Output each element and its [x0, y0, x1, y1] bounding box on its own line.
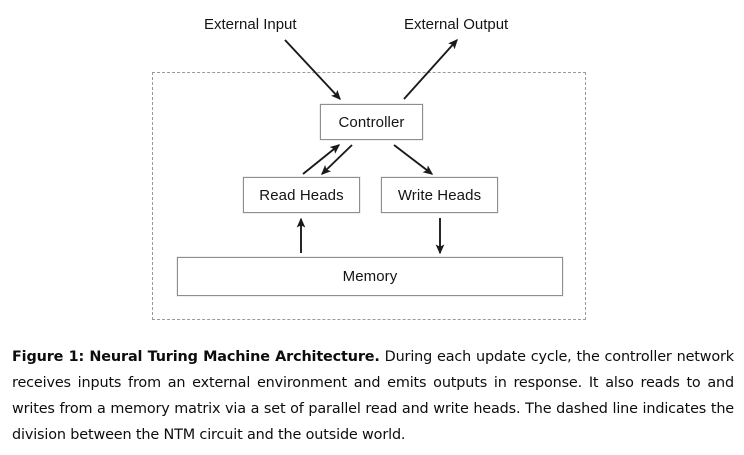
- node-controller: Controller: [320, 104, 423, 140]
- node-write-heads: Write Heads: [381, 177, 498, 213]
- figure-diagram: External Input External Output: [152, 16, 586, 320]
- external-input-label: External Input: [204, 16, 297, 33]
- caption-body: During each update cycle, the controller…: [12, 349, 734, 443]
- ntm-boundary-dashed-box: [152, 72, 586, 320]
- caption-title: Figure 1: Neural Turing Machine Architec…: [12, 349, 380, 365]
- node-memory: Memory: [177, 257, 563, 296]
- figure-caption: Figure 1: Neural Turing Machine Architec…: [12, 344, 734, 448]
- node-read-heads: Read Heads: [243, 177, 360, 213]
- external-output-label: External Output: [404, 16, 509, 33]
